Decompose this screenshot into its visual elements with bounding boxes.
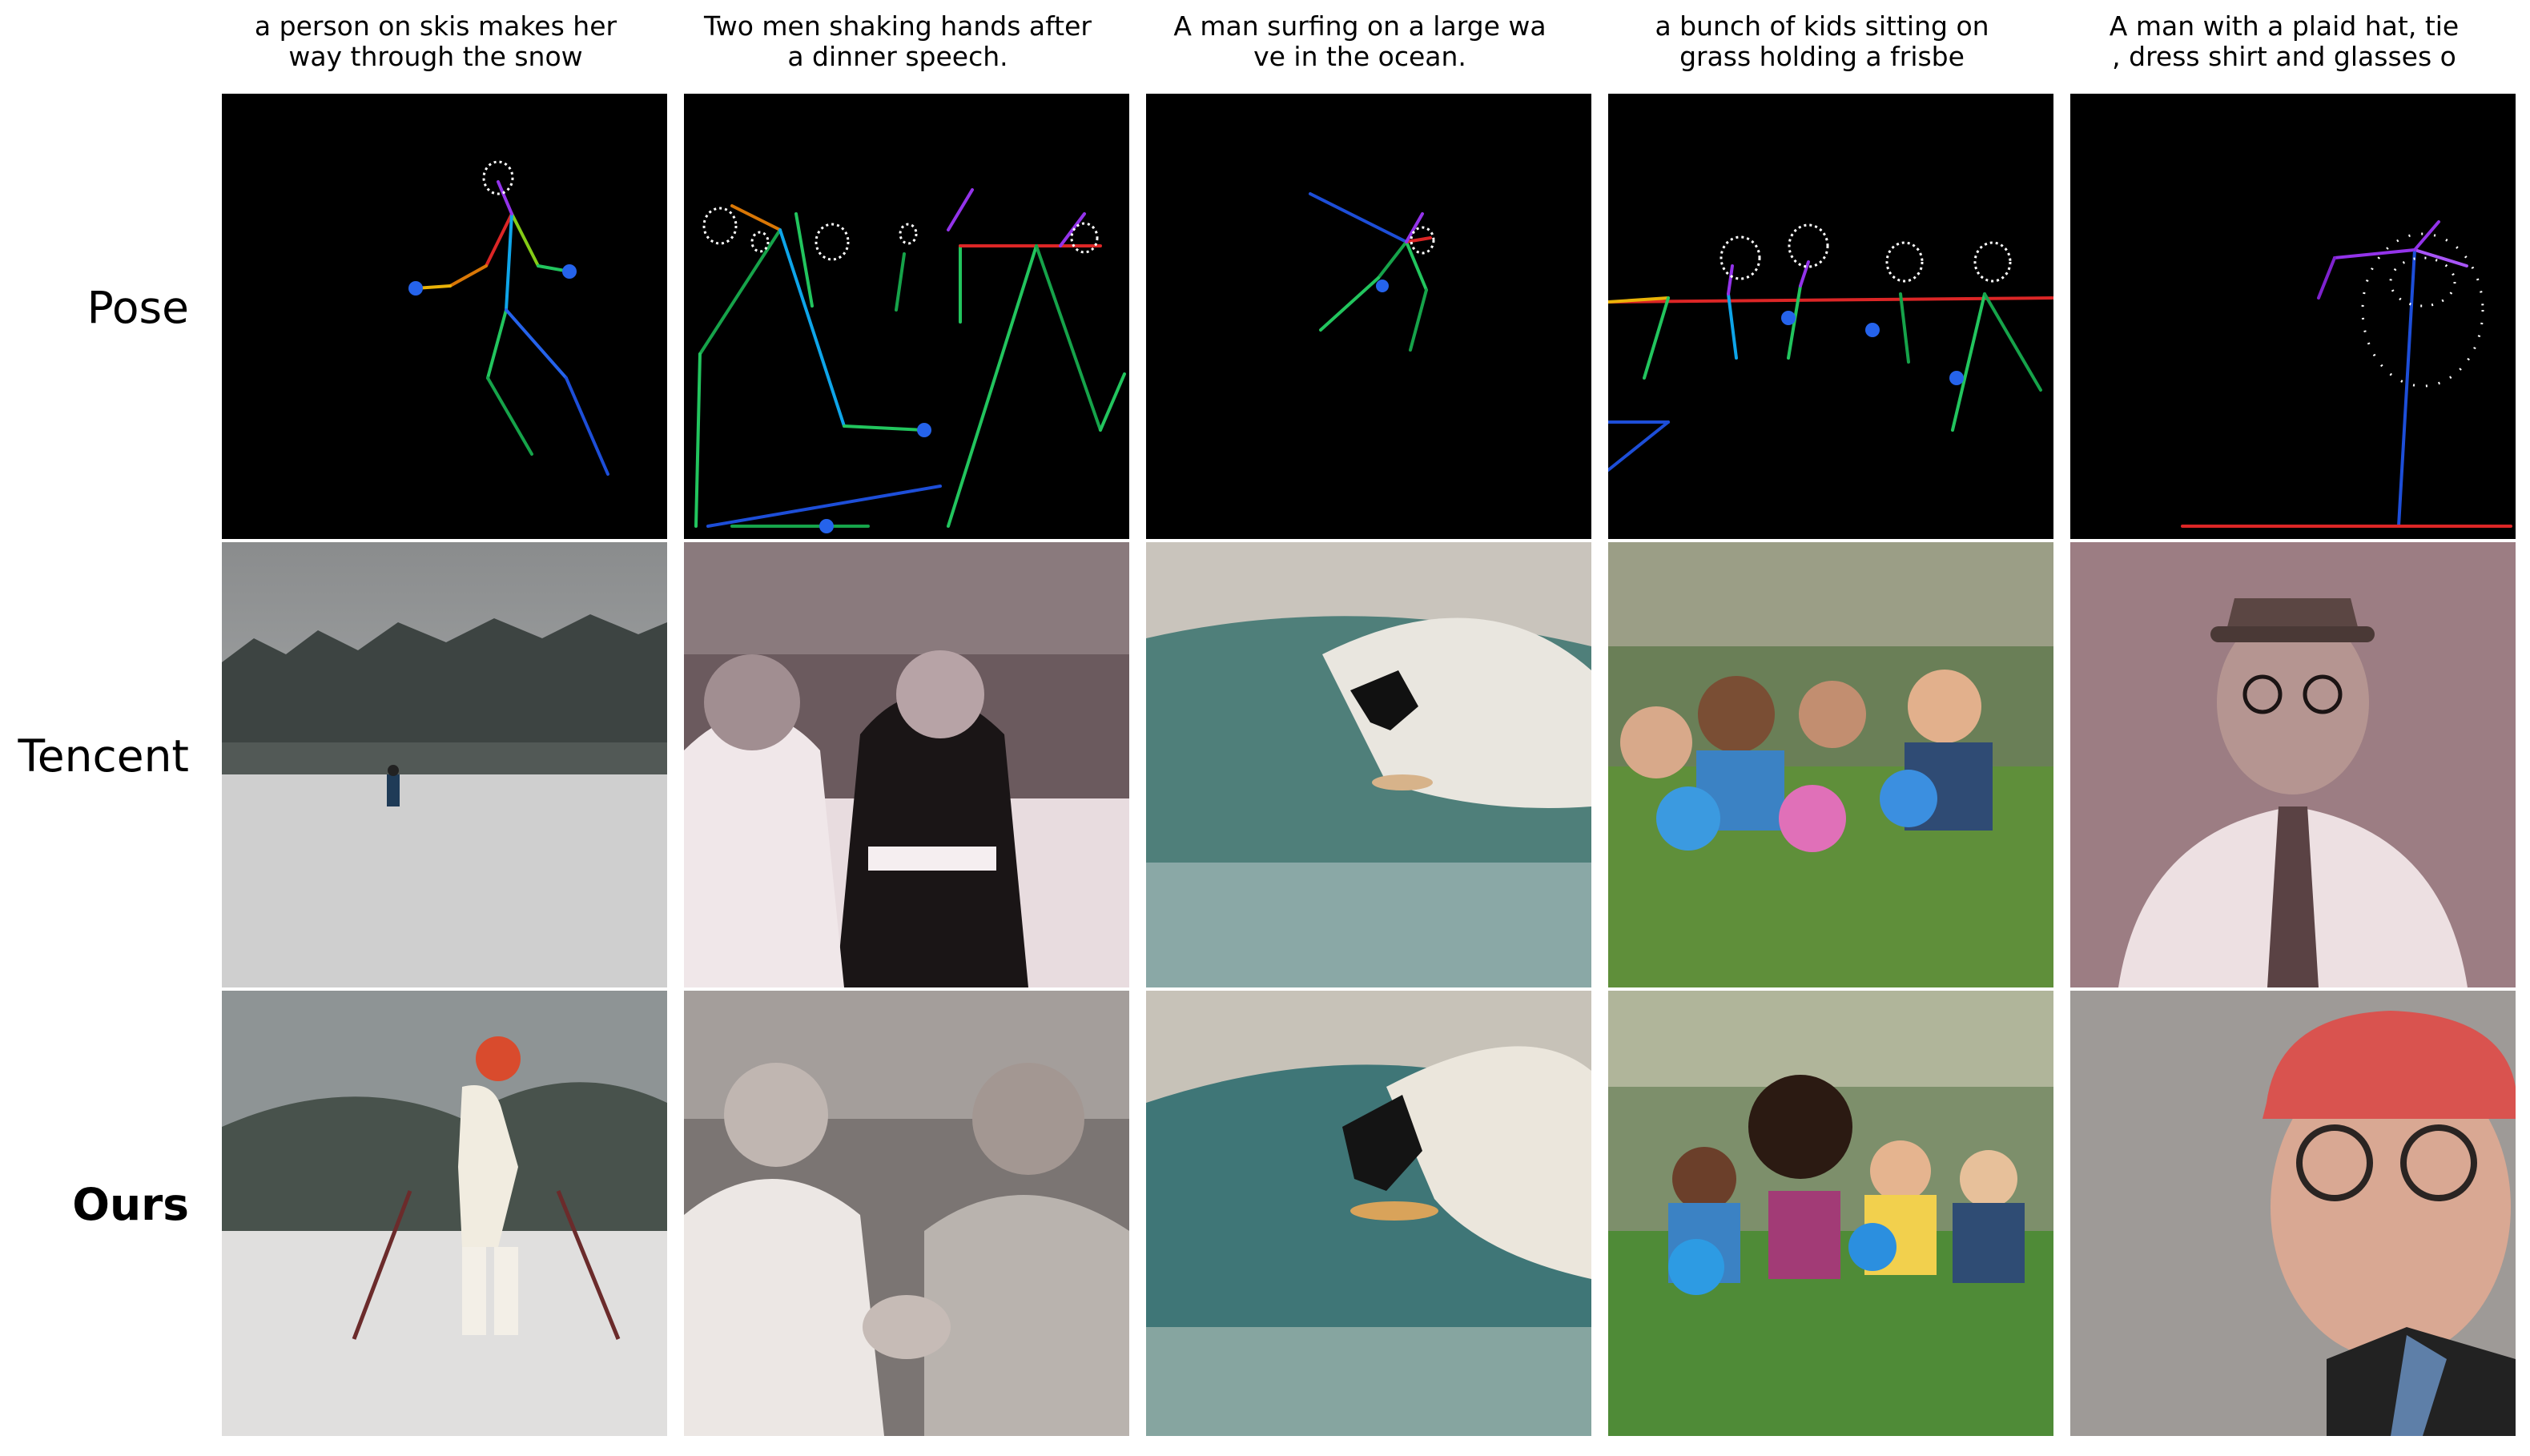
ours-image-5 bbox=[2070, 991, 2516, 1436]
caption-col-5: A man with a plaid hat, tie , dress shir… bbox=[2109, 10, 2460, 72]
pose-image-4 bbox=[1608, 94, 2053, 539]
pose-image-2 bbox=[684, 94, 1129, 539]
tencent-image-1 bbox=[222, 542, 667, 987]
caption-col-2: Two men shaking hands after a dinner spe… bbox=[704, 10, 1092, 72]
pose-image-5 bbox=[2070, 94, 2516, 539]
ours-image-4 bbox=[1608, 991, 2053, 1436]
tencent-image-3 bbox=[1146, 542, 1591, 987]
tencent-image-2 bbox=[684, 542, 1129, 987]
ours-image-1 bbox=[222, 991, 667, 1436]
tencent-image-5 bbox=[2070, 542, 2516, 987]
tencent-image-4 bbox=[1608, 542, 2053, 987]
ours-image-2 bbox=[684, 991, 1129, 1436]
row-label-ours: Ours bbox=[72, 1179, 189, 1230]
row-label-tencent: Tencent bbox=[18, 730, 189, 782]
ours-image-3 bbox=[1146, 991, 1591, 1436]
caption-col-3: A man surfing on a large wa ve in the oc… bbox=[1173, 10, 1547, 72]
pose-image-1 bbox=[222, 94, 667, 539]
row-label-pose: Pose bbox=[86, 282, 189, 333]
caption-col-1: a person on skis makes her way through t… bbox=[254, 10, 617, 72]
pose-image-3 bbox=[1146, 94, 1591, 539]
caption-col-4: a bunch of kids sitting on grass holding… bbox=[1655, 10, 1989, 72]
